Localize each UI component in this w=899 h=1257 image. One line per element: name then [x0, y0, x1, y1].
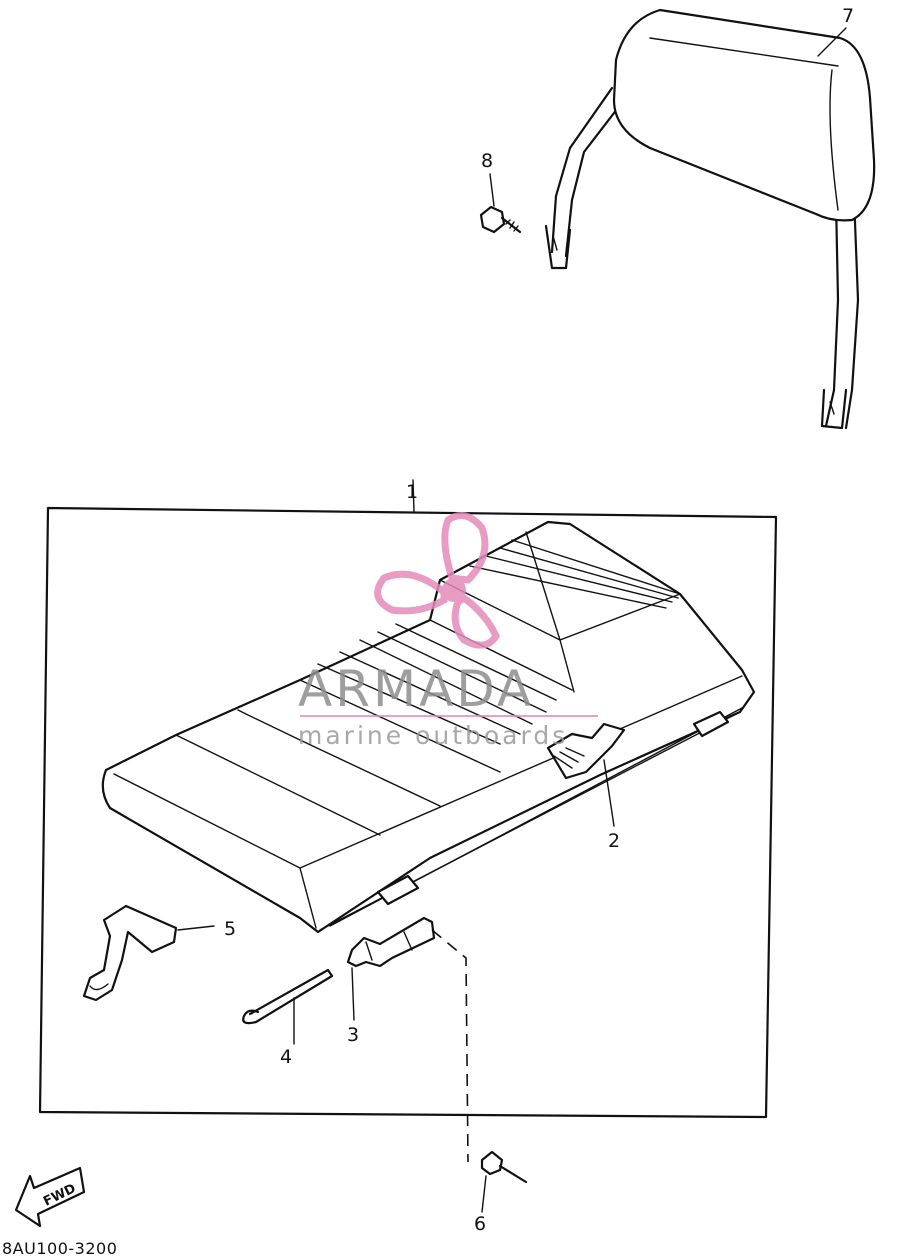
callout-8: 8 — [481, 150, 493, 172]
part-2-tab — [546, 722, 626, 827]
watermark: ARMADA marine outboards — [298, 512, 598, 750]
callout-7: 7 — [842, 5, 854, 27]
part-5-bracket — [82, 904, 215, 1002]
callout-2: 2 — [608, 830, 620, 852]
assembly-guide-line — [431, 929, 469, 1163]
part-3-latch — [346, 916, 436, 1021]
callout-5: 5 — [224, 918, 236, 940]
part-6-screw — [480, 1150, 528, 1213]
watermark-brand: ARMADA — [298, 660, 534, 718]
part-7-backrest — [544, 8, 876, 430]
callout-6: 6 — [474, 1213, 486, 1235]
watermark-tagline: marine outboards — [298, 721, 568, 750]
part-8-screw — [479, 173, 522, 234]
forward-direction-arrow-icon: FWD — [14, 1166, 86, 1228]
part-1-seat-assembly-frame — [38, 479, 778, 1119]
callout-1: 1 — [406, 481, 418, 503]
part-4-rod — [242, 968, 334, 1045]
callout-3: 3 — [347, 1024, 359, 1046]
callout-4: 4 — [280, 1046, 292, 1068]
seat-cushion — [101, 520, 756, 934]
propeller-logo-icon — [374, 512, 500, 649]
drawing-code: 8AU100-3200 — [2, 1239, 117, 1257]
